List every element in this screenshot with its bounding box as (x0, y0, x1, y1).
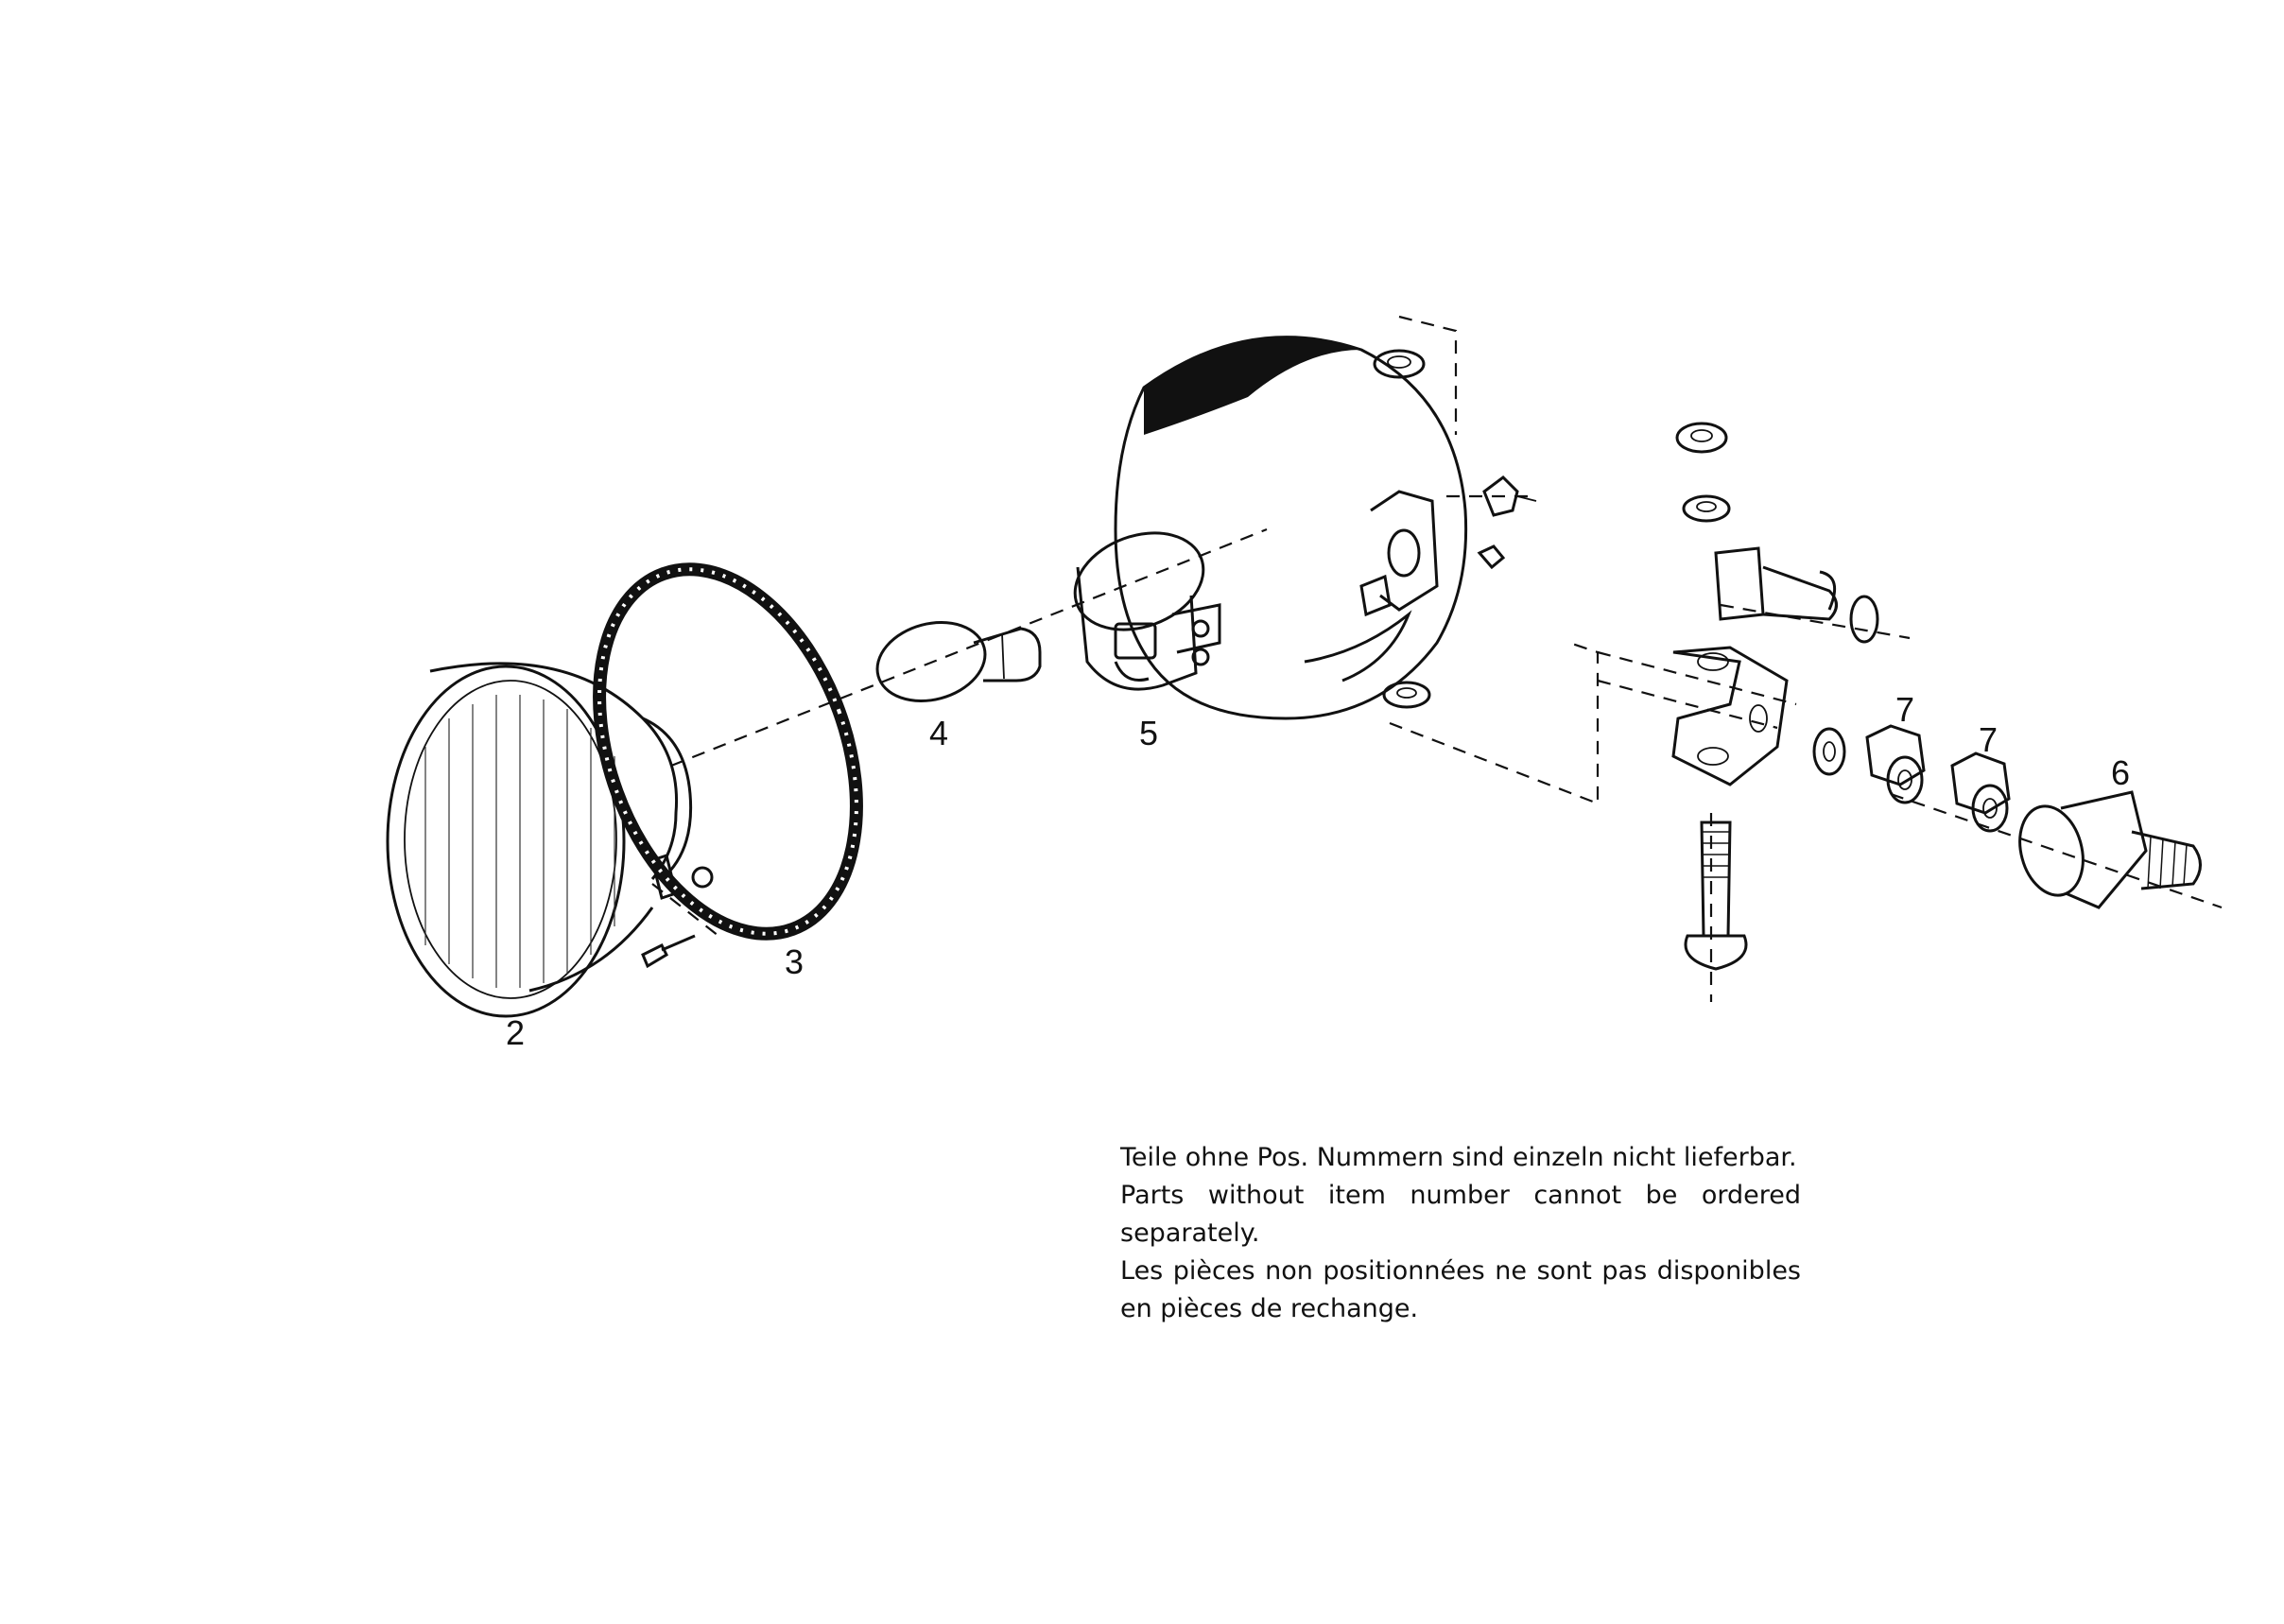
callout-4: 4 (929, 714, 948, 752)
hex-screw (1477, 544, 1506, 570)
ordering-note: Teile ohne Pos. Nummern sind einzeln nic… (1120, 1139, 1801, 1328)
note-german: Teile ohne Pos. Nummern sind einzeln nic… (1120, 1143, 1797, 1172)
bulb-holder (1073, 531, 1221, 691)
mounting-bracket (1671, 422, 1879, 971)
spacer-sleeve (2018, 790, 2202, 909)
headlamp-housing (1114, 336, 1537, 720)
assembly-axis-lines (651, 315, 2223, 1002)
callout-6: 6 (2111, 753, 2130, 792)
sealed-beam-unit (386, 662, 696, 1018)
callout-5: 5 (1139, 714, 1158, 752)
callout-7-first: 7 (1895, 690, 1914, 729)
callout-7-second: 7 (1979, 720, 1998, 759)
nuts-and-washers (1812, 724, 2011, 833)
retaining-ring (593, 562, 863, 941)
lens-texture (424, 695, 615, 988)
callout-3: 3 (785, 942, 804, 981)
note-french: Les pièces non positionnées ne sont pas … (1120, 1256, 1801, 1323)
bulb (875, 621, 1042, 702)
callout-2: 2 (506, 1013, 525, 1052)
housing-washers (1373, 349, 1431, 709)
note-english: Parts without item number cannot be orde… (1120, 1181, 1801, 1248)
